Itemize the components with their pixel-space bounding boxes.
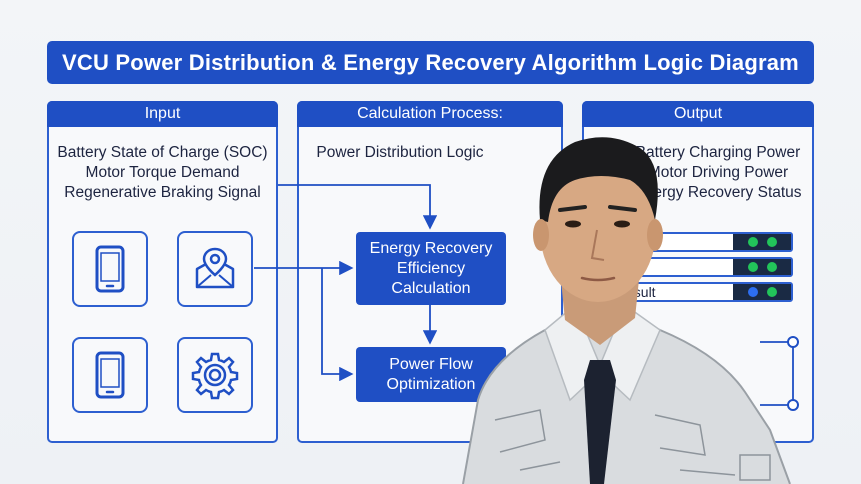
input-line-soc: Battery State of Charge (SOC) [57, 144, 268, 161]
smartphone-icon-box-2 [72, 337, 148, 413]
input-line-torque: Motor Torque Demand [85, 164, 240, 181]
status-dot [747, 237, 758, 247]
input-lines: Battery State of Charge (SOC) Motor Torq… [49, 143, 276, 203]
smartphone-icon [95, 351, 125, 399]
output-lines: Battery Charging Power Motor Driving Pow… [624, 143, 812, 203]
arrow-branch-to-optimization [321, 268, 354, 382]
status-indicator [733, 284, 791, 300]
process-header: Calculation Process: [297, 101, 563, 127]
status-dot [766, 287, 777, 297]
output-line-recovery: Energy Recovery Status [634, 184, 802, 201]
gear-icon-box [177, 337, 253, 413]
status-dot [766, 237, 777, 247]
gear-icon [191, 352, 239, 400]
process-subtitle: Power Distribution Logic [316, 144, 484, 161]
node-dot [787, 336, 799, 348]
output-line-charging: Battery Charging Power [635, 144, 801, 161]
output-header: Output [582, 101, 814, 127]
node-dot [787, 399, 799, 411]
smartphone-icon [95, 245, 125, 293]
location-pin-map-icon [195, 247, 235, 289]
status-indicator [733, 259, 791, 275]
status-dot [766, 262, 777, 272]
status-dot [747, 287, 758, 297]
input-line-regen: Regenerative Braking Signal [64, 184, 261, 201]
energy-recovery-box: Energy Recovery Efficiency Calculation [356, 232, 506, 305]
diagram-title: VCU Power Distribution & Energy Recovery… [47, 41, 814, 84]
output-line-driving: Motor Driving Power [647, 164, 789, 181]
status-indicator [733, 234, 791, 250]
arrow-input-to-efficiency [278, 184, 438, 230]
smartphone-icon-box-1 [72, 231, 148, 307]
map-pin-icon-box [177, 231, 253, 307]
status-dot [747, 262, 758, 272]
input-header: Input [47, 101, 278, 127]
